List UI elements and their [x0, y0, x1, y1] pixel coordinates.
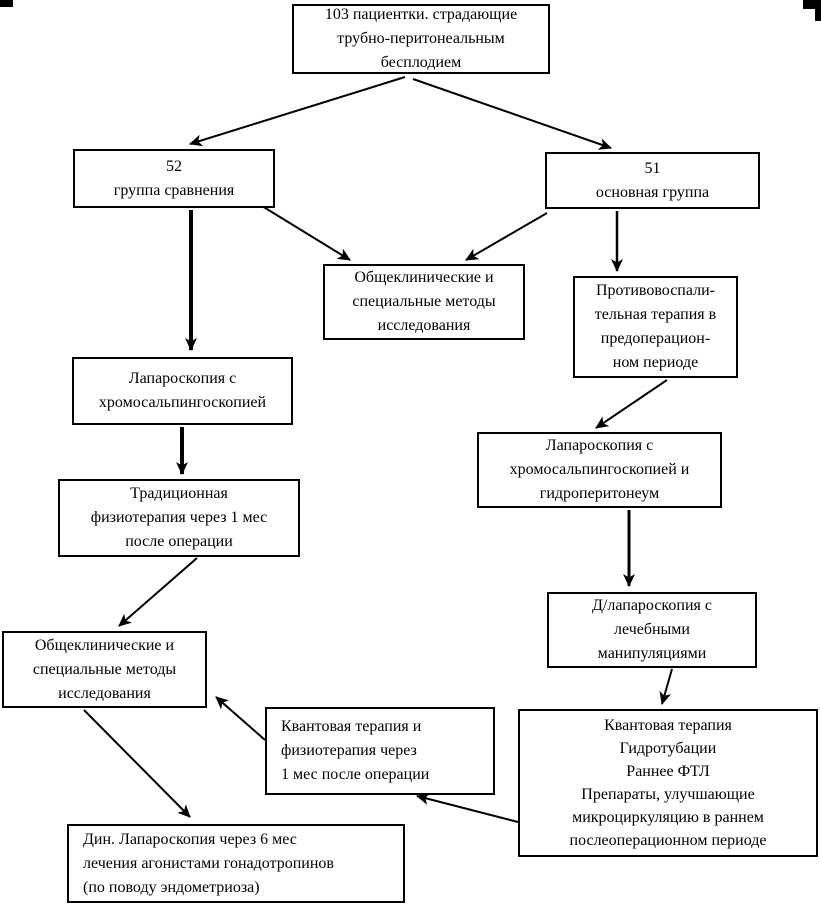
node-comparison-group: 52 группа сравнения	[73, 149, 275, 208]
arrow-patients-to-comparison	[189, 76, 406, 147]
node-general-methods-left-label: Общеклинические и специальные методы исс…	[32, 636, 177, 702]
node-laparoscopy-left-label: Лапароскопия с хромосальпингоскопией	[98, 370, 267, 411]
arrow-main-to-methods-mid	[465, 212, 548, 261]
node-antiinflammatory-therapy-label: Противовоспали- тельная терапия в предоп…	[594, 282, 717, 371]
node-relaparoscopy-label: Д/лапароскопия с лечебными манипуляциями	[592, 597, 712, 662]
arrow-quantum-complex-to-quantum-physio	[416, 793, 519, 823]
node-traditional-physiotherapy: Традиционная физиотерапия через 1 мес по…	[58, 479, 300, 557]
node-laparoscopy-left: Лапароскопия с хромосальпингоскопией	[72, 357, 293, 425]
node-traditional-physiotherapy-label: Традиционная физиотерапия через 1 мес по…	[90, 485, 268, 550]
node-dynamic-laparoscopy: Дин. Лапароскопия через 6 мес лечения аг…	[67, 824, 405, 903]
node-relaparoscopy: Д/лапароскопия с лечебными манипуляциями	[547, 592, 757, 668]
arrow-traditional-to-methods-left	[118, 557, 198, 627]
scan-artifact-top-right	[803, 0, 821, 9]
arrow-quantum-physio-to-methods-left	[215, 696, 266, 741]
arrow-relap-to-quantum-complex	[659, 668, 673, 705]
node-quantum-physiotherapy: Квантовая терапия и физиотерапия через 1…	[265, 707, 495, 795]
node-comparison-group-label: 52 группа сравнения	[113, 157, 235, 199]
node-quantum-complex-therapy-label: Квантовая терапия Гидротубации Раннее ФТ…	[569, 717, 767, 849]
node-main-group: 51 основная группа	[545, 152, 760, 209]
node-patients-total-label: 103 пациентки. страдающие трубно-перитон…	[324, 6, 518, 71]
node-general-methods-left: Общеклинические и специальные методы исс…	[2, 631, 207, 708]
node-laparoscopy-right-label: Лапароскопия с хромосальпингоскопией и г…	[509, 437, 690, 502]
arrow-antiinfl-to-lap-right	[595, 379, 668, 429]
scan-artifact-right-edge	[815, 9, 821, 21]
arrow-comparison-to-methods-mid	[261, 205, 351, 261]
node-antiinflammatory-therapy: Противовоспали- тельная терапия в предоп…	[573, 276, 738, 378]
arrow-methods-left-to-din	[83, 709, 191, 818]
node-laparoscopy-right: Лапароскопия с хромосальпингоскопией и г…	[477, 432, 722, 508]
node-dynamic-laparoscopy-label: Дин. Лапароскопия через 6 мес лечения аг…	[83, 830, 334, 896]
node-general-methods-mid-label: Общеклинические и специальные методы исс…	[352, 269, 496, 334]
arrow-patients-to-main	[412, 78, 612, 150]
node-main-group-label: 51 основная группа	[595, 159, 710, 201]
node-general-methods-mid: Общеклинические и специальные методы исс…	[323, 264, 525, 340]
scan-artifact-top-left	[0, 0, 13, 7]
node-patients-total: 103 пациентки. страдающие трубно-перитон…	[292, 4, 550, 74]
node-quantum-physiotherapy-label: Квантовая терапия и физиотерапия через 1…	[281, 718, 430, 783]
node-quantum-complex-therapy: Квантовая терапия Гидротубации Раннее ФТ…	[518, 709, 818, 857]
